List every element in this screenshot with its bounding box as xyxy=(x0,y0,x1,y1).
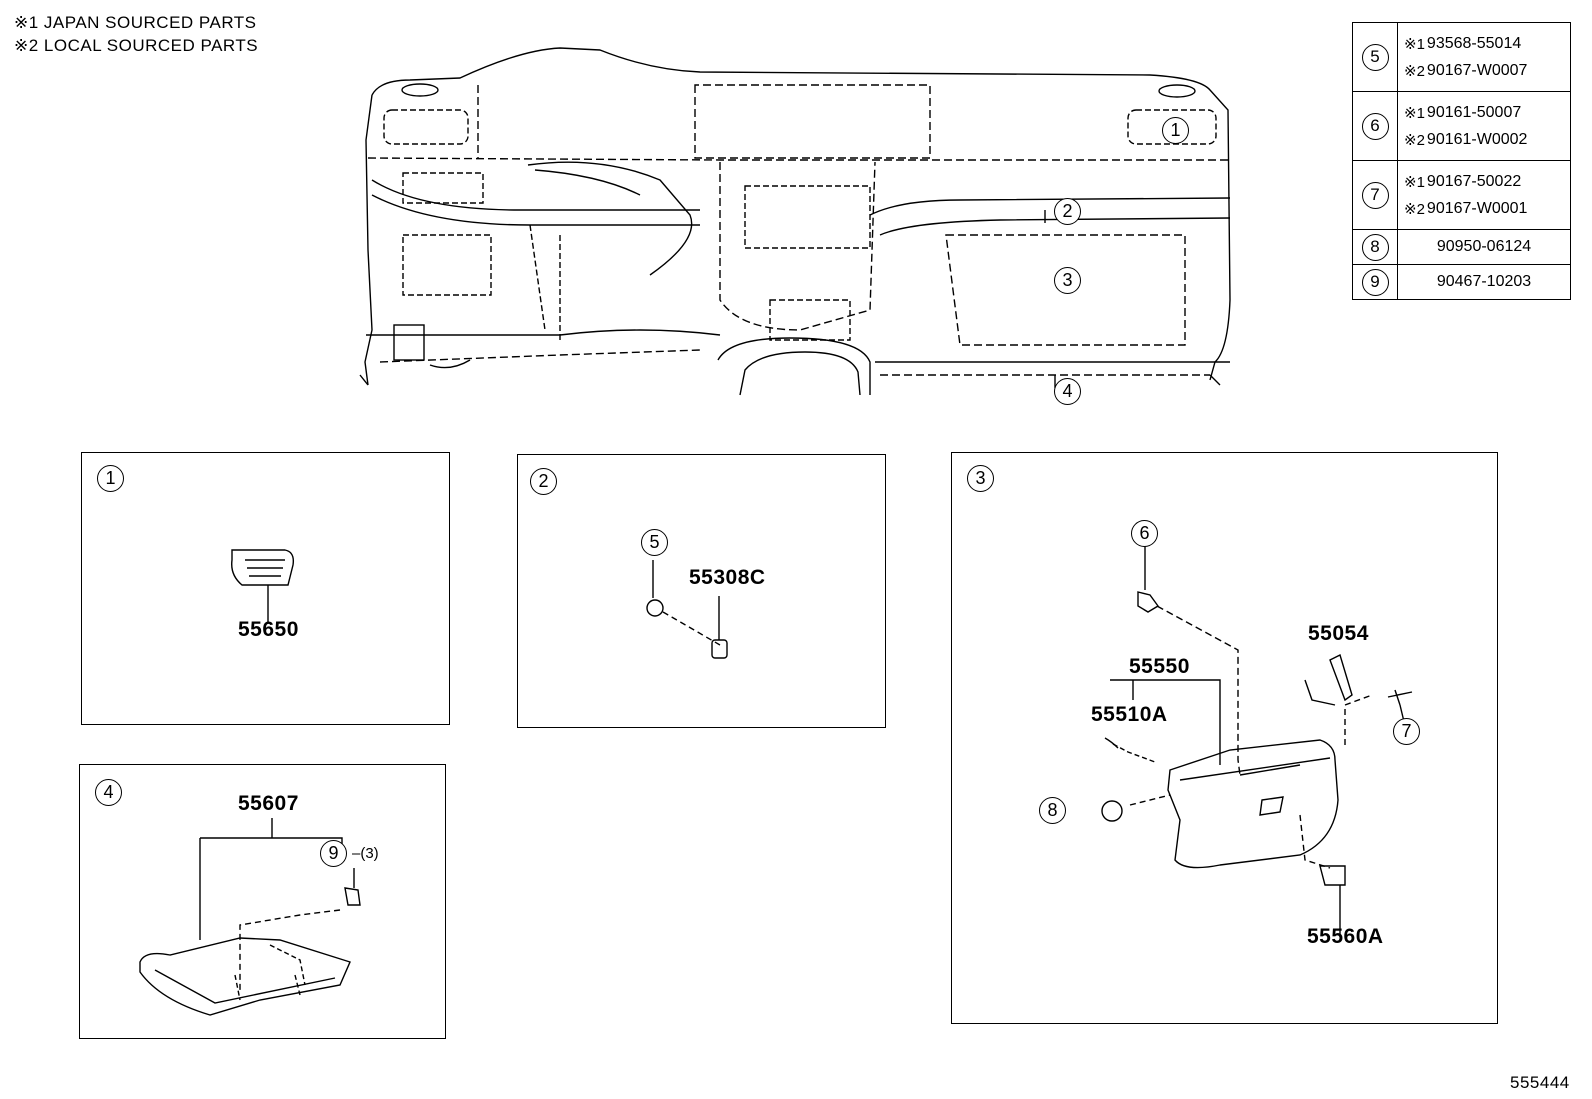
callout-5: 5 xyxy=(641,529,668,556)
callout-1: 1 xyxy=(1162,117,1189,144)
detail-panel-3 xyxy=(951,452,1498,1024)
ref-circle: 9 xyxy=(1361,268,1389,296)
detail-panel-2 xyxy=(517,454,886,728)
part-number: 93568-55014 xyxy=(1426,34,1522,52)
quantity-value: (3) xyxy=(360,845,379,862)
quantity-note: –(3) xyxy=(352,845,379,862)
source-mark: ※1 xyxy=(1404,35,1425,53)
clip-and-screw xyxy=(646,560,728,659)
source-mark: ※2 xyxy=(1404,131,1425,149)
source-mark: ※1 xyxy=(1404,104,1425,122)
air-vent-part xyxy=(231,549,295,623)
source-mark: ※1 xyxy=(1404,173,1425,191)
panel-3-ref: 3 xyxy=(967,465,994,492)
detail-panel-1 xyxy=(81,452,450,725)
note-local-sourced: ※2 LOCAL SOURCED PARTS xyxy=(14,36,259,55)
part-number: 90161-W0002 xyxy=(1426,130,1528,148)
panel-1-ref: 1 xyxy=(97,465,124,492)
detail-panel-4 xyxy=(79,764,446,1039)
source-mark: ※2 xyxy=(1404,62,1425,80)
part-label-55054: 55054 xyxy=(1308,622,1369,645)
diagram-id: 555444 xyxy=(1510,1073,1570,1092)
callout-3: 3 xyxy=(1054,267,1081,294)
ref-circle: 8 xyxy=(1361,233,1389,261)
callout-2: 2 xyxy=(1054,198,1081,225)
part-label-55560a: 55560A xyxy=(1307,925,1384,948)
part-number: 90167-W0007 xyxy=(1426,61,1528,79)
callout-8: 8 xyxy=(1039,797,1066,824)
callout-9: 9 xyxy=(320,840,347,867)
panel-2-ref: 2 xyxy=(530,468,557,495)
part-number: 90161-50007 xyxy=(1426,103,1522,121)
callout-4: 4 xyxy=(1054,378,1081,405)
ref-circle: 5 xyxy=(1361,43,1389,71)
part-label-55650: 55650 xyxy=(238,618,299,641)
note-japan-sourced: ※1 JAPAN SOURCED PARTS xyxy=(14,13,257,32)
part-label-55308c: 55308C xyxy=(689,566,766,589)
callout-6: 6 xyxy=(1131,520,1158,547)
part-label-55607: 55607 xyxy=(238,792,299,815)
ref-circle: 7 xyxy=(1361,181,1389,209)
part-number: 90950-06124 xyxy=(1436,238,1532,255)
source-mark: ※2 xyxy=(1404,200,1425,218)
part-label-55510a: 55510A xyxy=(1091,703,1168,726)
under-cover-part xyxy=(139,818,361,1016)
ref-circle: 6 xyxy=(1361,112,1389,140)
part-number: 90467-10203 xyxy=(1436,273,1532,290)
part-number: 90167-50022 xyxy=(1426,172,1522,190)
table-row: 9 90467-10203 xyxy=(1352,264,1571,300)
part-number: 90167-W0001 xyxy=(1426,199,1528,217)
dashboard-outline xyxy=(371,47,1231,381)
callout-7: 7 xyxy=(1393,718,1420,745)
panel-4-ref: 4 xyxy=(95,779,122,806)
part-label-55550: 55550 xyxy=(1129,655,1190,678)
